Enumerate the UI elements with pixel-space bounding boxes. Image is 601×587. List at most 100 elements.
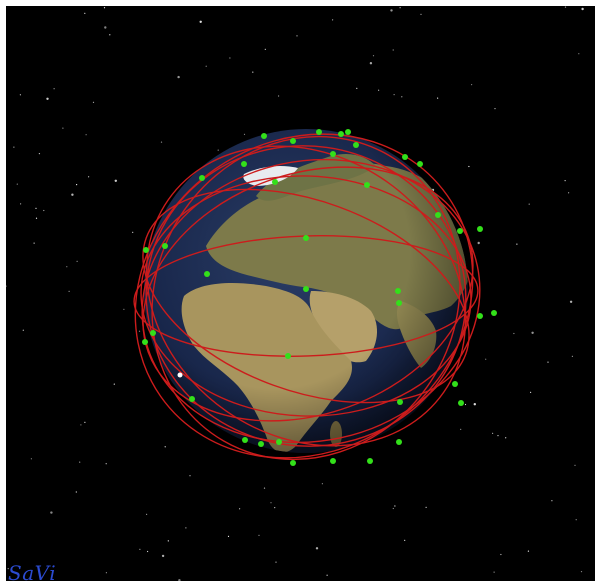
star (326, 574, 328, 576)
satellite-dot-icon[interactable] (458, 400, 464, 406)
star (578, 53, 580, 55)
orbit-track (142, 188, 470, 404)
star (369, 62, 373, 65)
savi-3d-viewport[interactable] (6, 6, 595, 581)
satellite-dot-icon[interactable] (330, 458, 336, 464)
star (227, 535, 230, 538)
satellite-dot-icon[interactable] (338, 131, 344, 137)
satellite-dot-icon[interactable] (290, 138, 296, 144)
satellite-dot-icon[interactable] (316, 129, 322, 135)
star (564, 180, 566, 182)
star (500, 553, 502, 556)
star (147, 550, 149, 553)
earth-globe-icon[interactable] (144, 129, 472, 453)
satellite-dot-icon[interactable] (477, 226, 483, 232)
star (138, 330, 141, 332)
satellite-dot-icon[interactable] (189, 396, 195, 402)
savi-logo: SaVi (8, 560, 56, 586)
star (239, 508, 241, 510)
star (161, 554, 165, 558)
star (315, 547, 319, 550)
satellite-dot-icon[interactable] (272, 179, 278, 185)
star (30, 458, 32, 460)
star (471, 84, 473, 86)
star (437, 97, 439, 99)
star (464, 403, 467, 406)
star (66, 266, 68, 268)
star (530, 391, 532, 393)
star (399, 7, 401, 9)
star (278, 95, 280, 97)
star (22, 329, 24, 331)
star (497, 435, 499, 437)
satellite-dot-icon[interactable] (395, 288, 401, 294)
satellite-dot-icon[interactable] (367, 458, 373, 464)
satellite-dot-icon[interactable] (353, 142, 359, 148)
star (527, 550, 530, 552)
star (71, 193, 74, 196)
satellite-dot-icon[interactable] (258, 441, 264, 447)
star (189, 475, 191, 477)
star (62, 127, 64, 129)
satellite-dot-icon[interactable] (290, 460, 296, 466)
star (76, 260, 78, 262)
satellite-dot-icon[interactable] (417, 161, 423, 167)
star (185, 527, 187, 529)
selected-satellite-dot-icon[interactable] (177, 372, 183, 378)
satellite-dot-icon[interactable] (477, 313, 483, 319)
satellite-dot-icon[interactable] (396, 439, 402, 445)
star (574, 464, 576, 466)
satellite-dot-icon[interactable] (397, 399, 403, 405)
satellite-dot-icon[interactable] (162, 243, 168, 249)
star (75, 491, 77, 493)
star (50, 511, 53, 514)
star (275, 561, 277, 563)
star (372, 55, 375, 57)
star (104, 26, 107, 29)
star (477, 241, 480, 245)
satellite-dot-icon[interactable] (330, 151, 336, 157)
satellite-dot-icon[interactable] (241, 161, 247, 167)
satellite-dot-icon[interactable] (276, 439, 282, 445)
satellite-dot-icon[interactable] (242, 437, 248, 443)
star (425, 506, 427, 508)
satellite-dot-icon[interactable] (435, 212, 441, 218)
satellite-layer[interactable] (142, 129, 497, 466)
star (7, 568, 9, 570)
satellite-dot-icon[interactable] (364, 182, 370, 188)
star (571, 355, 574, 357)
star (84, 421, 86, 423)
constellation-scene[interactable] (6, 6, 595, 581)
star (258, 534, 260, 537)
satellite-dot-icon[interactable] (142, 339, 148, 345)
satellite-dot-icon[interactable] (285, 353, 291, 359)
satellite-dot-icon[interactable] (204, 271, 210, 277)
star (205, 65, 207, 67)
satellite-dot-icon[interactable] (452, 381, 458, 387)
orbit-tracks (133, 133, 481, 461)
star (6, 285, 7, 287)
orbit-track (140, 175, 472, 417)
satellite-dot-icon[interactable] (150, 330, 156, 336)
satellite-dot-icon[interactable] (143, 247, 149, 253)
satellite-dot-icon[interactable] (457, 228, 463, 234)
star (274, 507, 276, 509)
star (513, 332, 515, 335)
satellite-dot-icon[interactable] (303, 235, 309, 241)
star (38, 153, 41, 155)
star (84, 12, 86, 14)
satellite-dot-icon[interactable] (199, 175, 205, 181)
satellite-dot-icon[interactable] (402, 154, 408, 160)
star (88, 176, 90, 178)
star (53, 88, 55, 90)
star (393, 94, 395, 96)
satellite-dot-icon[interactable] (303, 286, 309, 292)
star (531, 331, 534, 334)
satellite-dot-icon[interactable] (261, 133, 267, 139)
satellite-dot-icon[interactable] (345, 129, 351, 135)
satellite-dot-icon[interactable] (396, 300, 402, 306)
star (103, 7, 106, 9)
star (568, 192, 570, 194)
star (68, 290, 70, 292)
satellite-dot-icon[interactable] (491, 310, 497, 316)
